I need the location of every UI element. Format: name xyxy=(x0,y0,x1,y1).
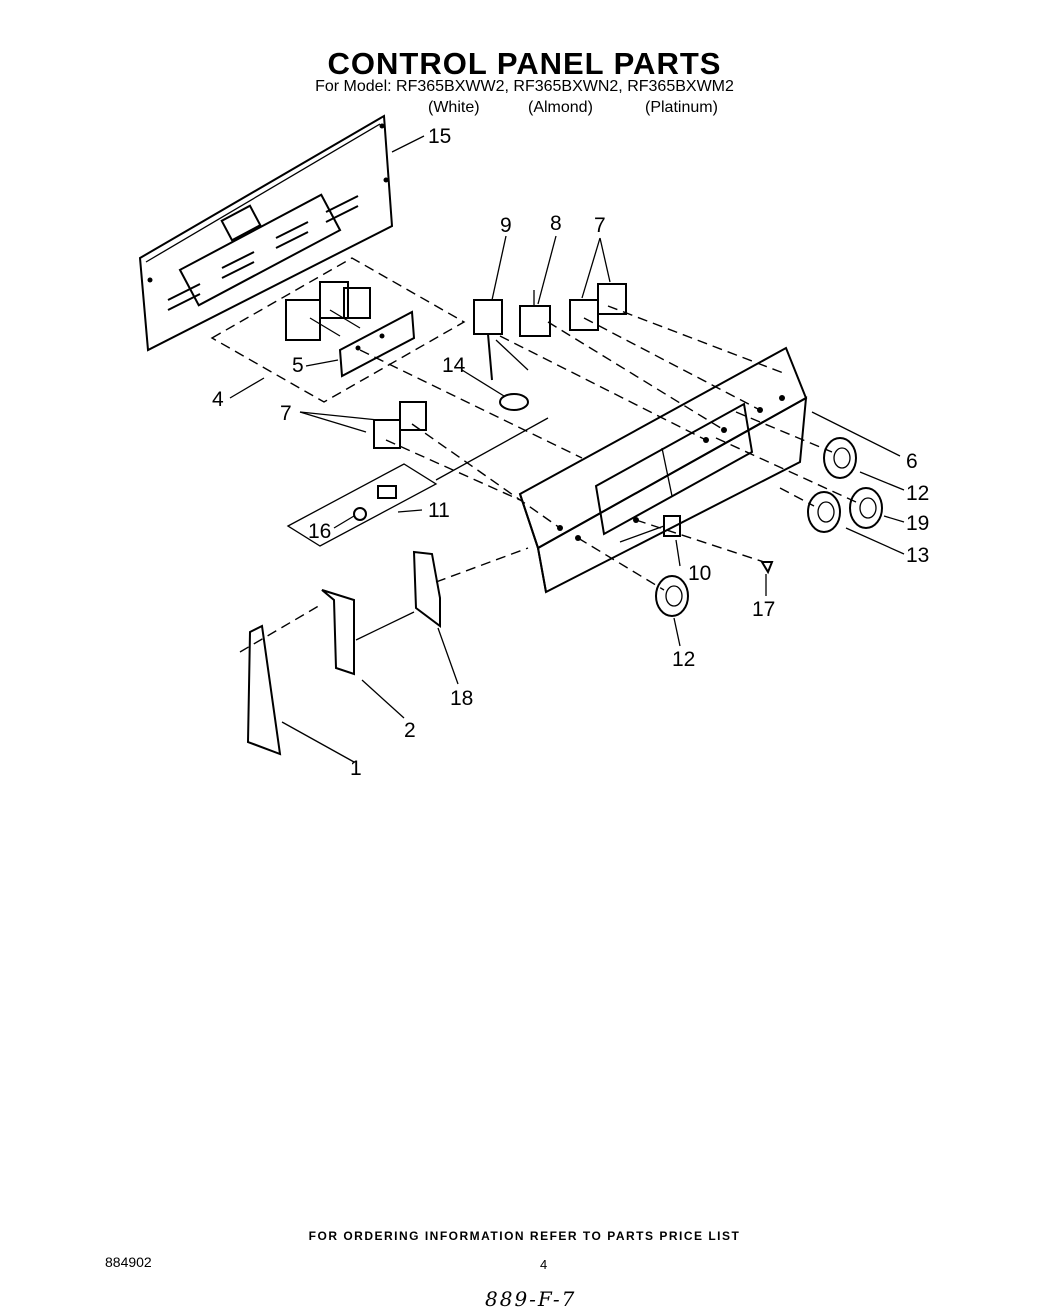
part-8-switch xyxy=(519,290,551,337)
callout-7-upper: 7 xyxy=(594,214,606,237)
part-4-bracket-outline xyxy=(210,257,466,403)
color-white: (White) xyxy=(428,99,480,116)
callout-4: 4 xyxy=(212,388,224,411)
callout-15: 15 xyxy=(428,125,451,148)
leader-lines xyxy=(229,135,905,763)
part-9-switch xyxy=(473,299,529,381)
color-platinum: (Platinum) xyxy=(645,99,718,116)
callout-2: 2 xyxy=(404,719,416,742)
document-number: 884902 xyxy=(105,1254,152,1270)
knob-12-upper xyxy=(823,437,857,479)
part-17-lens xyxy=(760,561,774,575)
callout-12-upper: 12 xyxy=(906,482,929,505)
callout-8: 8 xyxy=(550,212,562,235)
part-6-control-panel xyxy=(518,346,808,594)
color-almond: (Almond) xyxy=(528,99,593,116)
part-5-control-board xyxy=(285,281,416,378)
callout-6: 6 xyxy=(906,450,918,473)
part-14-clip xyxy=(499,393,529,411)
part-10-lamp-socket xyxy=(619,515,681,543)
callout-14: 14 xyxy=(442,354,466,377)
part-15-rear-panel xyxy=(138,114,394,352)
ordering-note: FOR ORDERING INFORMATION REFER TO PARTS … xyxy=(308,1229,741,1243)
page-number: 4 xyxy=(540,1257,548,1272)
knob-19 xyxy=(849,487,883,529)
callout-13: 13 xyxy=(906,544,929,567)
callout-labels: 15 9 8 7 14 5 4 7 6 12 19 13 11 16 10 17… xyxy=(212,125,929,780)
callout-18: 18 xyxy=(450,687,473,710)
part-7-infinite-switches-upper xyxy=(569,283,627,331)
callout-5: 5 xyxy=(292,354,304,377)
callout-12-lower: 12 xyxy=(672,648,695,671)
callout-16: 16 xyxy=(308,520,331,543)
assembly-lines xyxy=(239,305,857,653)
page-title: CONTROL PANEL PARTS xyxy=(327,46,722,81)
part-7-infinite-switches-lower xyxy=(373,401,427,449)
part-11-lamp-panel xyxy=(286,463,438,547)
callout-17: 17 xyxy=(752,598,775,621)
knob-12-lower xyxy=(655,575,689,617)
part-1-trim xyxy=(246,624,282,756)
handwritten-note: 889-F-7 xyxy=(485,1287,577,1311)
knob-13 xyxy=(807,491,841,533)
callout-19: 19 xyxy=(906,512,929,535)
callout-1: 1 xyxy=(350,757,362,780)
part-18-end-bracket xyxy=(412,550,441,628)
callout-9: 9 xyxy=(500,214,512,237)
callout-7-lower: 7 xyxy=(280,402,292,425)
part-2-end-cap xyxy=(321,589,355,676)
callout-10: 10 xyxy=(688,562,711,585)
callout-11: 11 xyxy=(428,499,450,522)
model-list: For Model: RF365BXWW2, RF365BXWN2, RF365… xyxy=(315,78,734,95)
